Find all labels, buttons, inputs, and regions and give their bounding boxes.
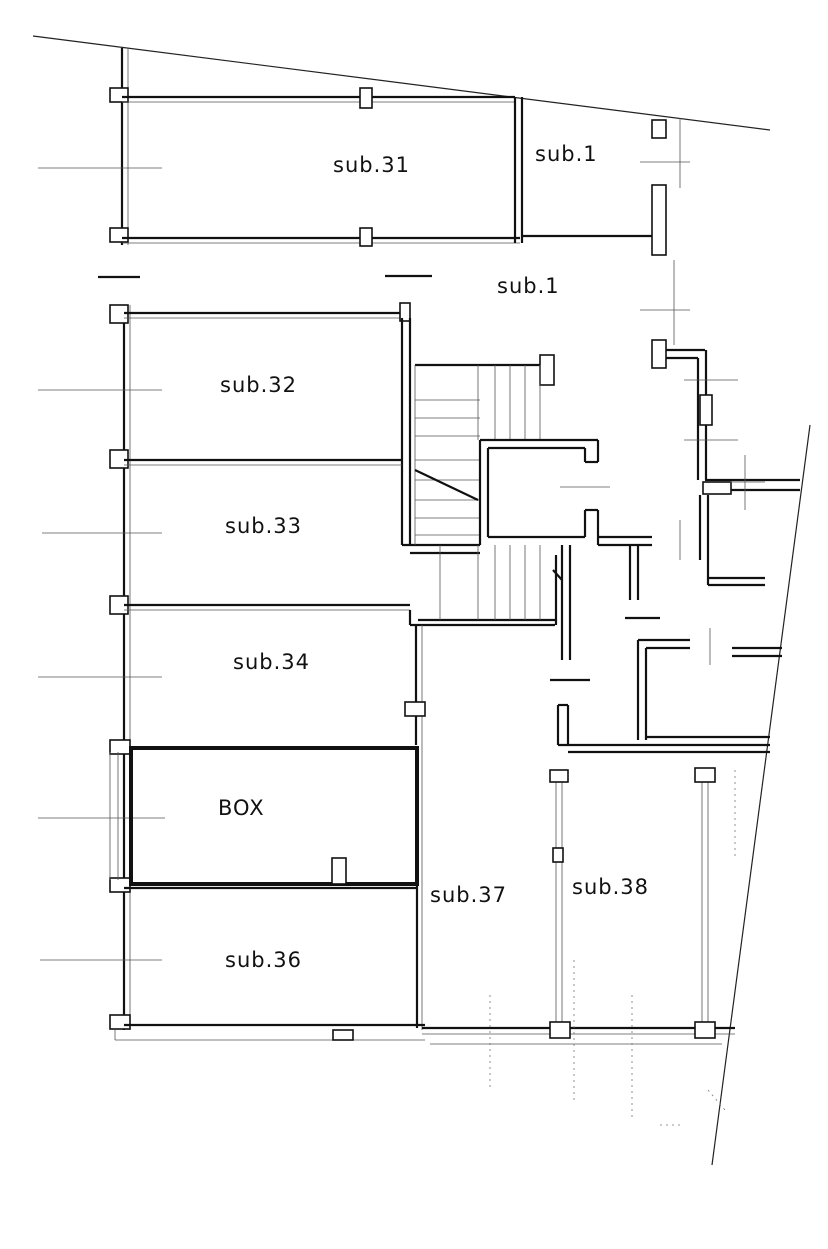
- property-boundary: [32, 35, 811, 1166]
- unit-sub32: [124, 302, 412, 545]
- unit-sub36: [114, 884, 425, 1041]
- unit-sub34: [404, 610, 555, 1030]
- unit-box: [129, 746, 419, 886]
- label-sub34: sub.34: [233, 650, 310, 674]
- label-box: BOX: [218, 796, 265, 820]
- label-sub1-corridor: sub.1: [497, 274, 560, 298]
- unit-labels: sub.31 sub.1 sub.1 sub.32 sub.33 sub.34 …: [218, 142, 649, 972]
- label-sub1-top: sub.1: [535, 142, 598, 166]
- reference-lines: [38, 167, 432, 961]
- unit-sub31: [122, 87, 524, 247]
- left-exterior-wall: [109, 48, 131, 1030]
- elevator-core: [478, 438, 652, 660]
- dashed-guides: [489, 770, 736, 1126]
- label-sub32: sub.32: [220, 373, 297, 397]
- label-sub38: sub.38: [572, 875, 649, 899]
- unit-sub1-top: [522, 118, 690, 345]
- unit-sub37-sub38: [422, 703, 770, 1045]
- label-sub33: sub.33: [225, 514, 302, 538]
- label-sub31: sub.31: [333, 153, 410, 177]
- label-sub36: sub.36: [225, 948, 302, 972]
- label-sub37: sub.37: [430, 883, 507, 907]
- corridor-walls: [550, 339, 800, 740]
- unit-sub33: [124, 543, 480, 611]
- staircase: [414, 354, 563, 625]
